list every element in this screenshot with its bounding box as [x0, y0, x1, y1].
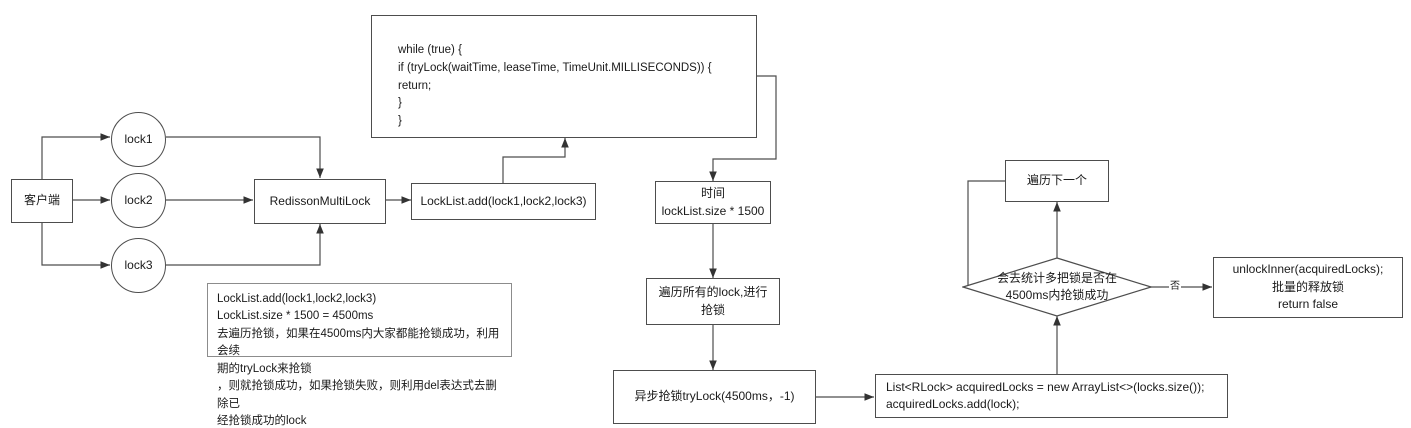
node-lock2[interactable]: lock2	[111, 173, 166, 228]
node-traverse-next[interactable]: 遍历下一个	[1005, 160, 1109, 202]
node-decision-lock-success[interactable]: 会去统计多把锁是否在 4500ms内抢锁成功	[962, 257, 1152, 317]
node-lock-list-add[interactable]: LockList.add(lock1,lock2,lock3)	[411, 183, 596, 220]
node-redisson-multi-lock[interactable]: RedissonMultiLock	[254, 179, 386, 224]
node-acquired-locks[interactable]: List<RLock> acquiredLocks = new ArrayLis…	[875, 374, 1228, 418]
node-client[interactable]: 客户端	[11, 179, 73, 223]
node-async-trylock[interactable]: 异步抢锁tryLock(4500ms，-1)	[613, 370, 816, 424]
node-time-calc[interactable]: 时间 lockList.size * 1500	[655, 181, 771, 224]
node-lock3[interactable]: lock3	[111, 238, 166, 293]
decision-label: 会去统计多把锁是否在 4500ms内抢锁成功	[996, 270, 1117, 302]
node-lock1[interactable]: lock1	[111, 112, 166, 167]
node-unlock-inner[interactable]: unlockInner(acquiredLocks); 批量的释放锁 retur…	[1213, 257, 1403, 318]
edge-label-decision-no: 否	[1169, 277, 1181, 292]
node-code-block-trylock-loop: while (true) { if (tryLock(waitTime, lea…	[371, 15, 757, 138]
node-traverse-all-locks[interactable]: 遍历所有的lock,进行 抢锁	[646, 278, 780, 325]
note-lock-strategy: LockList.add(lock1,lock2,lock3) LockList…	[207, 283, 512, 427]
